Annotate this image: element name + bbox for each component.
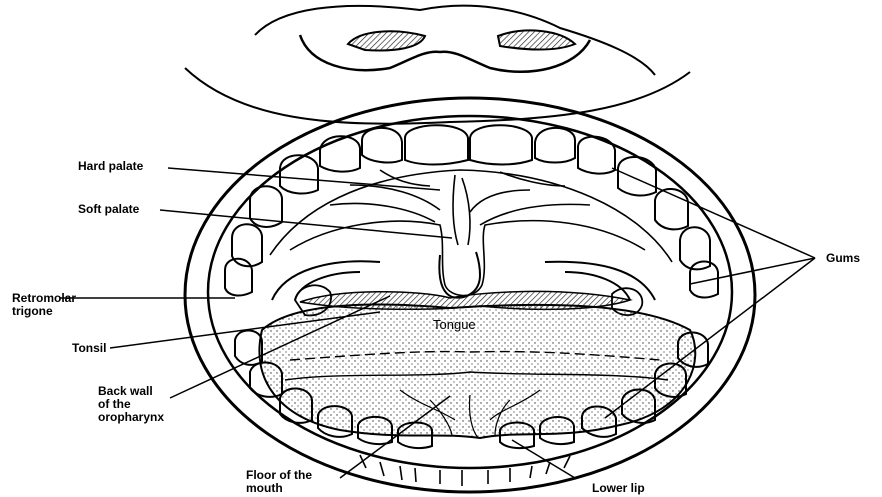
upper-teeth [225, 125, 718, 297]
nose [255, 6, 655, 75]
leader-lower-lip [512, 440, 575, 478]
label-hard-palate: Hard palate [78, 160, 143, 173]
label-soft-palate: Soft palate [78, 203, 139, 216]
label-retromolar-2: trigone [12, 305, 53, 318]
label-floor-2: mouth [246, 482, 283, 495]
right-nostril [498, 30, 575, 49]
palate [270, 170, 672, 296]
label-lower-lip: Lower lip [592, 482, 645, 495]
upper-lip-line [185, 68, 690, 124]
left-nostril [348, 31, 425, 50]
label-gums: Gums [826, 252, 860, 265]
leader-gums-1 [612, 168, 815, 258]
label-back-wall-3: oropharynx [98, 411, 164, 424]
tongue [259, 304, 695, 438]
uvula [439, 252, 480, 298]
label-tonsil: Tonsil [72, 342, 106, 355]
label-tongue: Tongue [433, 318, 476, 331]
